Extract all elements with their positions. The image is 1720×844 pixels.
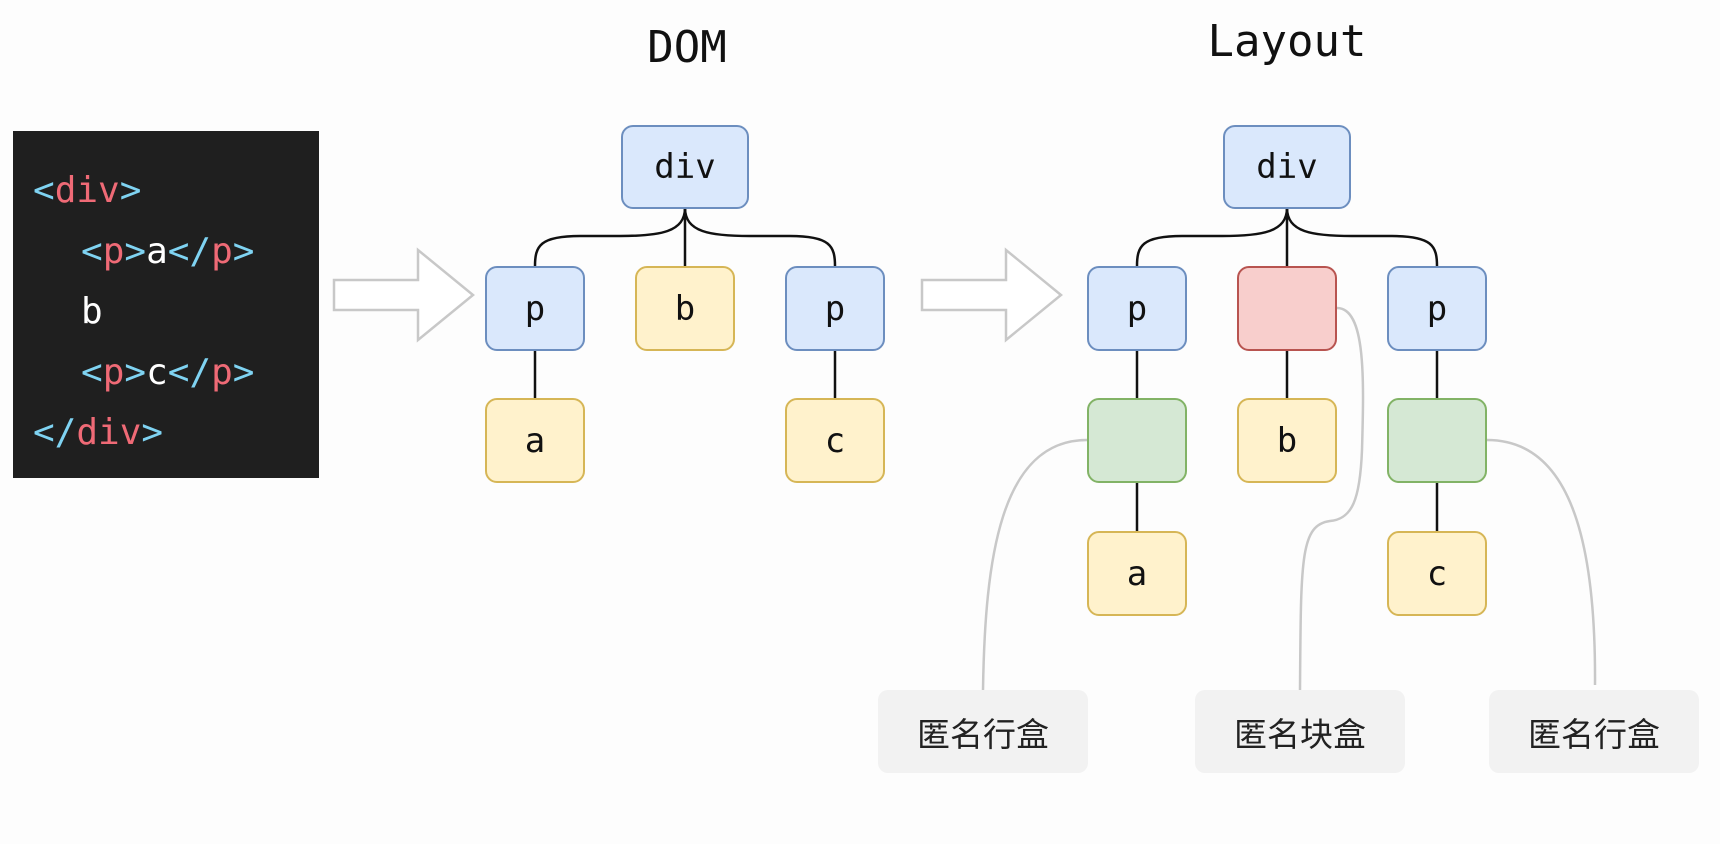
code-bracket: < [81,230,103,272]
code-line-2: <p>a</p> [13,222,319,283]
code-bracket: </ [33,412,77,453]
code-text: c [146,351,168,393]
leader-left [981,438,1088,691]
leader-right [1486,438,1597,686]
code-bracket: < [33,170,55,211]
dom-node-text-a: a [485,398,585,483]
arrow-code-to-dom [332,247,475,343]
dom-node-text-c: c [785,398,885,483]
layout-node-anonymous-block [1237,266,1337,351]
code-bracket: </ [167,230,212,272]
dom-node-div: div [621,125,749,209]
code-tag: div [54,170,120,211]
edge-l-div-p2 [1285,207,1439,267]
layout-title: Layout [1207,16,1367,67]
callout-anonymous-line-box-left: 匿名行盒 [878,690,1088,773]
layout-node-div: div [1223,125,1351,209]
code-line-4: <p>c</p> [13,343,319,404]
layout-node-p-first: p [1087,266,1187,351]
code-bracket: > [141,412,164,453]
code-tag: p [211,351,233,393]
code-bracket: > [232,230,255,272]
code-bracket: </ [167,351,212,393]
code-bracket: > [232,351,255,393]
code-line-5: </div> [13,403,319,464]
html-code-panel: <div> <p>a</p> b <p>c</p> </div> [13,131,319,478]
code-line-3: b [13,282,319,343]
dom-title: DOM [647,22,727,73]
code-tag: p [102,230,125,272]
edge-l-div-p1 [1135,207,1289,267]
dom-node-text-b: b [635,266,735,351]
leader-middle [1298,306,1365,691]
code-bracket: > [119,170,142,211]
layout-node-text-b: b [1237,398,1337,483]
layout-node-text-c: c [1387,531,1487,616]
code-bracket: > [124,230,147,272]
callout-anonymous-block-box: 匿名块盒 [1195,690,1405,773]
layout-node-text-a: a [1087,531,1187,616]
code-tag: p [102,351,125,393]
layout-node-anonymous-line-second [1387,398,1487,483]
code-tag: p [211,230,233,272]
code-tag: div [76,412,142,453]
layout-node-p-second: p [1387,266,1487,351]
code-text: b [81,291,103,332]
dom-node-p-second: p [785,266,885,351]
edge-div-p2 [683,207,837,267]
code-text: a [146,230,168,272]
layout-node-anonymous-line-first [1087,398,1187,483]
dom-node-p-first: p [485,266,585,351]
code-line-1: <div> [13,161,319,222]
edge-div-p1 [533,207,687,267]
callout-anonymous-line-box-right: 匿名行盒 [1489,690,1699,773]
code-bracket: < [81,351,103,393]
arrow-dom-to-layout [920,247,1063,343]
code-bracket: > [124,351,147,393]
